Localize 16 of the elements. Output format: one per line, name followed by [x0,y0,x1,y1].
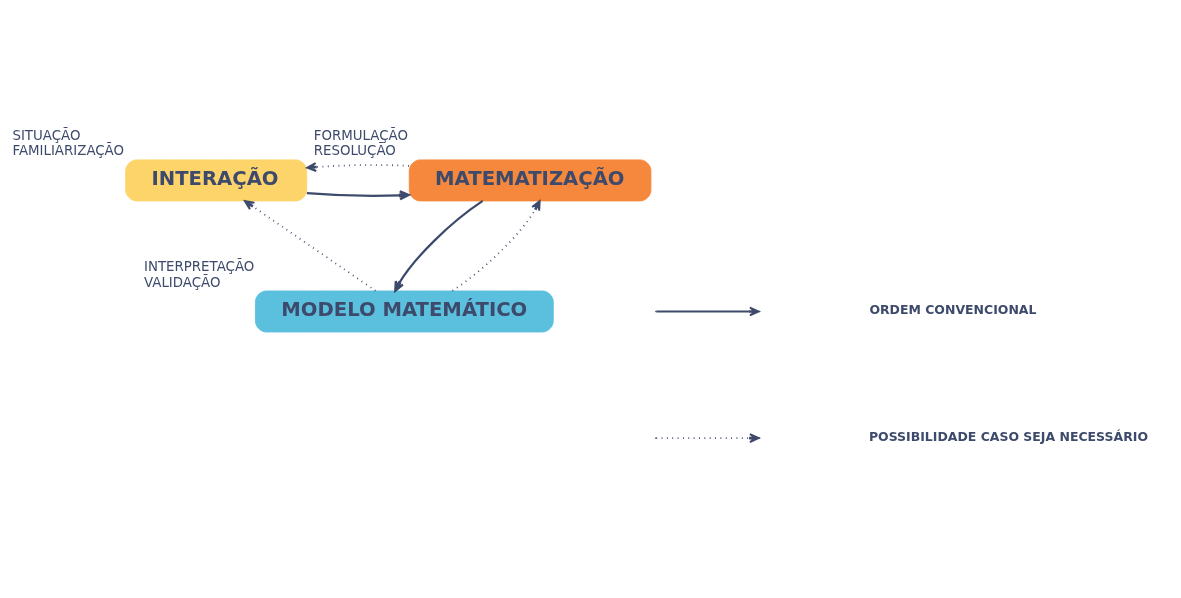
node-label: VALIDAÇÃO [143,274,221,290]
arrow [306,162,410,172]
node-label: RESOLUÇÃO [313,143,396,159]
arrow [306,190,411,201]
node-label: FORMULAÇÃO [313,128,409,144]
arrow [451,200,541,292]
legend-label: ORDEM CONVENCIONAL [869,301,1037,317]
node-label: FAMILIARIZAÇÃO [12,143,125,159]
node-box: MODELO MATEMÁTICO [254,290,554,333]
node-box: INTERAÇÃO [125,159,308,202]
node-label: SITUAÇÃO [12,128,81,144]
node-box: MATEMATIZAÇÃO [408,159,652,202]
arrow [243,200,377,292]
node-label: INTERPRETAÇÃO [143,259,255,275]
arrow [394,200,484,292]
legend-label: POSSIBILIDADE CASO SEJA NECESSÁRIO [868,428,1149,444]
